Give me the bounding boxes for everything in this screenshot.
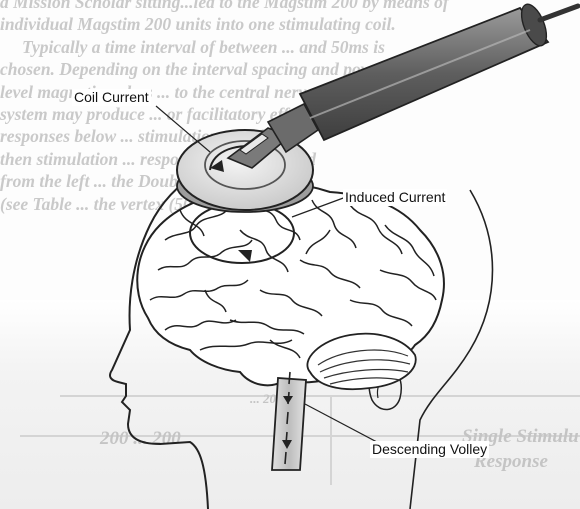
coil-handle [268,1,578,152]
coil-current-label: Coil Current [72,89,151,106]
descending-volley-label: Descending Volley [370,441,489,458]
brain [137,183,444,470]
induced-current-label: Induced Current [343,189,447,206]
